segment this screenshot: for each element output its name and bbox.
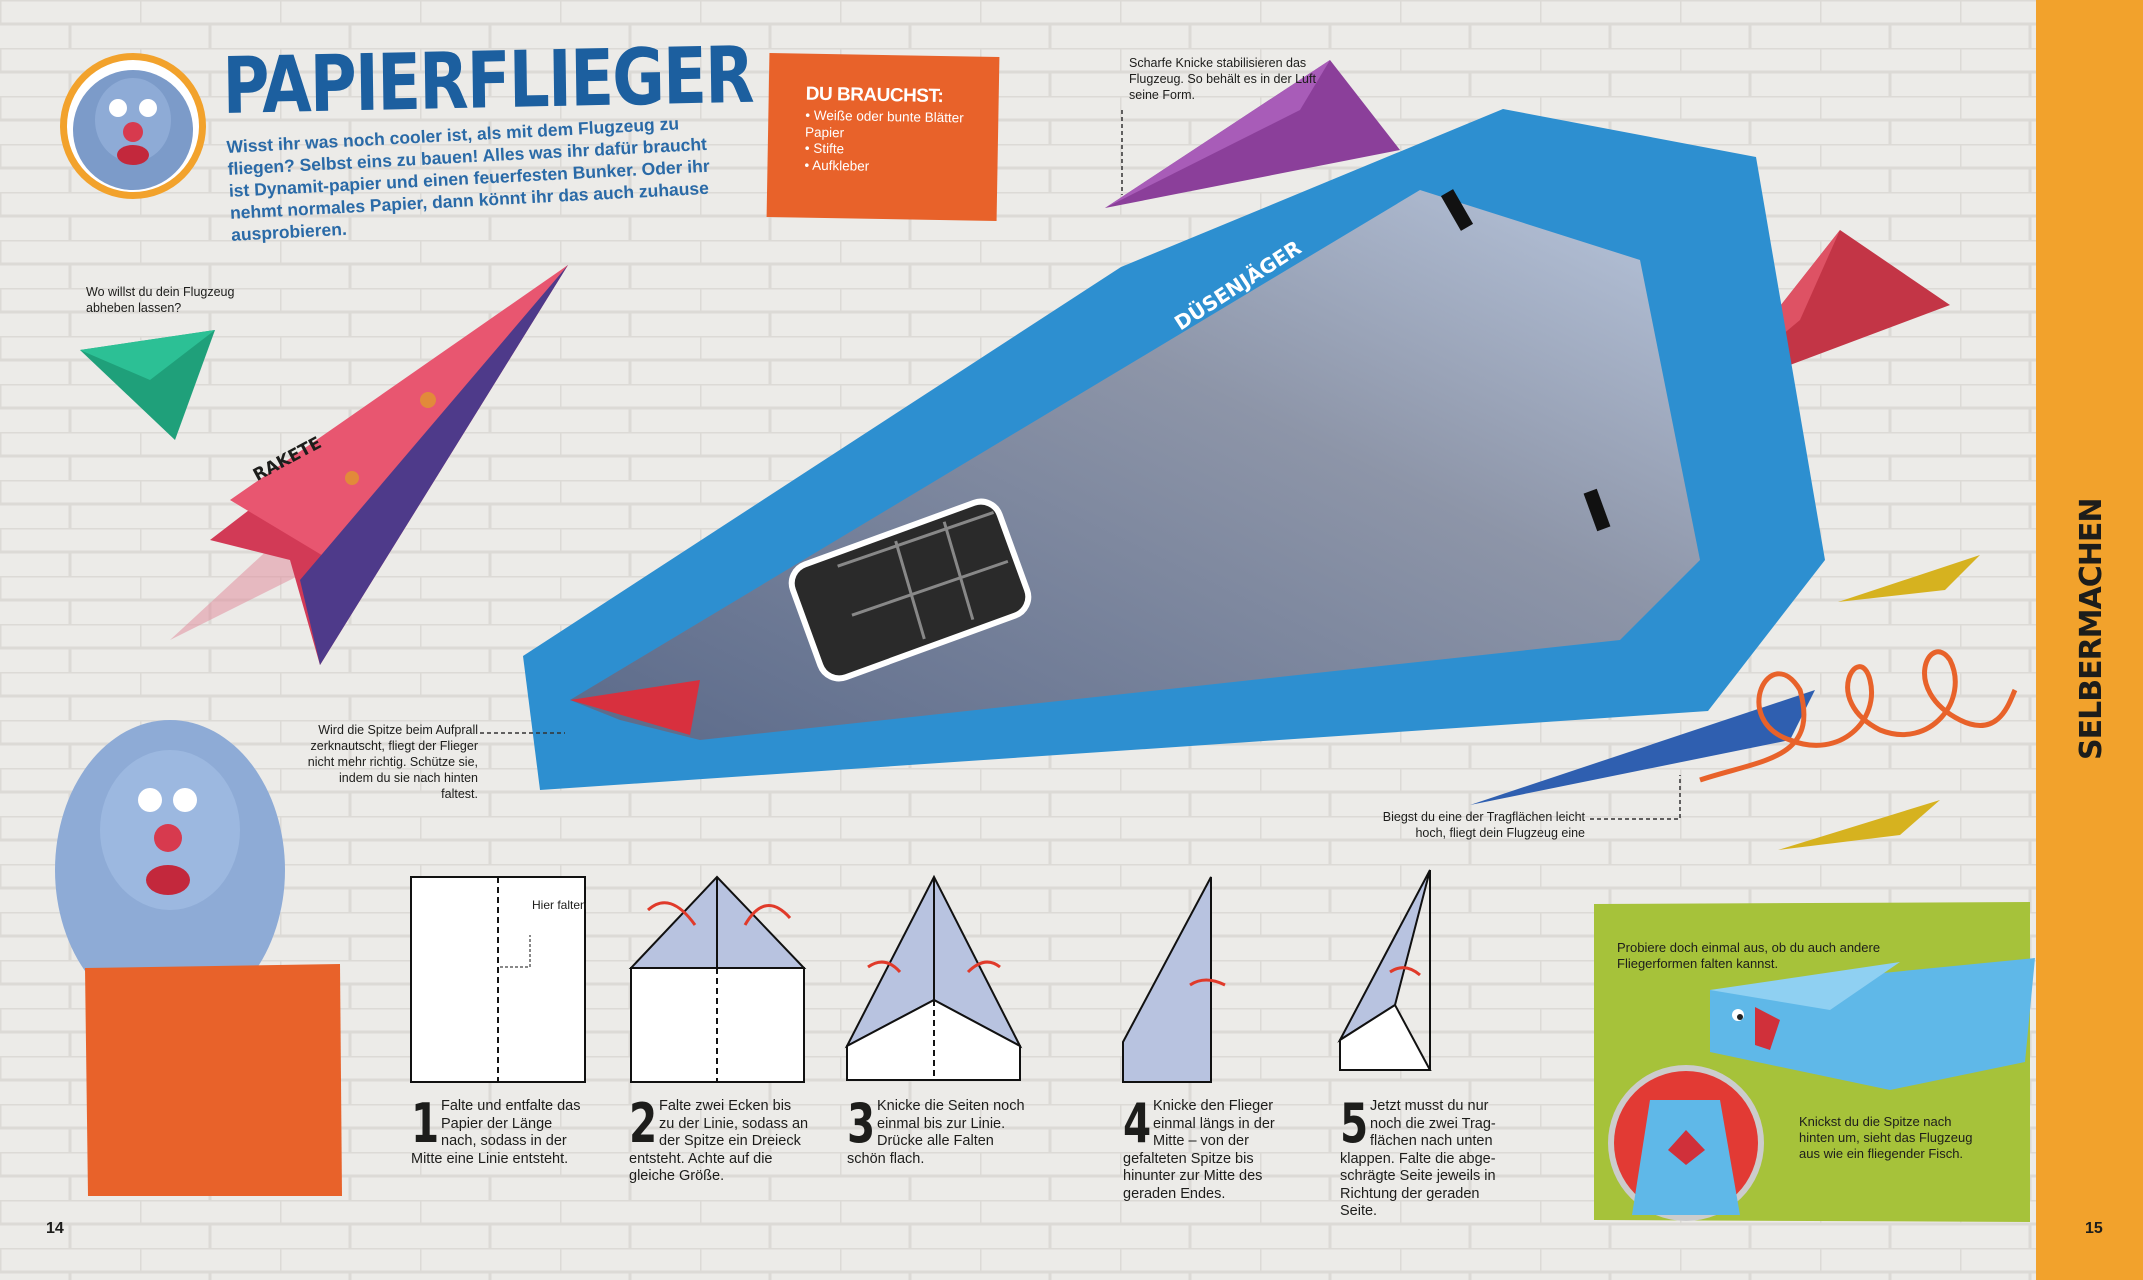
yellow-paper-plane: [1838, 555, 1980, 602]
step-2-diagram: [628, 875, 807, 1083]
rocket-plane: [170, 265, 568, 665]
step-text: Falte und entfalte das Papier der Länge …: [411, 1098, 581, 1167]
fish-plane-box: [1594, 902, 2035, 1222]
callout-wings: Biegst du eine der Tragflächen leicht ho…: [1382, 810, 1585, 840]
page-number-right: 15: [2085, 1220, 2103, 1237]
blue-paper-plane: [1470, 690, 1815, 805]
materials-item: Aufkleber: [804, 157, 997, 177]
step-text: Knicke den Flieger einmal längs in der M…: [1123, 1098, 1275, 1202]
flying-fish-text: Knickst du die Spitze nach hinten um, si…: [1799, 1114, 1973, 1161]
fold-here-label: Hier falten: [532, 898, 587, 912]
jet-illustration: [523, 109, 1825, 790]
callout-tip: Wird die Spitze beim Aufprall zerknautsc…: [307, 723, 478, 801]
materials-heading: DU BRAUCHST:: [805, 83, 944, 108]
callout-creases: Scharfe Knicke stabilisieren das Flugzeu…: [1129, 56, 1316, 102]
page-number-left: 14: [46, 1220, 64, 1237]
callout-takeoff: Wo willst du dein Flugzeug abheben lasse…: [86, 285, 235, 315]
step-1-diagram: [410, 876, 586, 1083]
mascot-avatar: [60, 53, 206, 199]
section-label: SELBERMACHEN: [2074, 498, 2109, 760]
yellow-paper-plane: [1778, 800, 1940, 850]
step-number: 4: [1123, 1092, 1152, 1155]
orange-swirl: [1699, 649, 2018, 783]
step-5-diagram: [1337, 869, 1432, 1071]
try-other-shapes-text: Probiere doch einmal aus, ob du auch and…: [1617, 940, 1881, 971]
mascot-figure: [55, 720, 285, 1020]
step-text: Jetzt musst du nur noch die zwei Trag-fl…: [1340, 1098, 1496, 1219]
step-text: Knicke die Seiten noch einmal bis zur Li…: [847, 1098, 1025, 1167]
step-number: 2: [629, 1092, 658, 1155]
materials-item: Weiße oder bunte Blätter Papier: [805, 108, 999, 144]
step-text: Falte zwei Ecken bis zu der Linie, sodas…: [629, 1098, 809, 1184]
step-4-diagram: [1122, 876, 1226, 1083]
purple-paper-plane: [1105, 60, 1400, 208]
step-number: 5: [1340, 1092, 1369, 1155]
materials-box: DU BRAUCHST: Weiße oder bunte Blätter Pa…: [766, 53, 1000, 221]
orange-box: [85, 964, 342, 1196]
step-number: 1: [411, 1092, 440, 1155]
section-sidebar: SELBERMACHEN: [2036, 0, 2143, 1280]
step-number: 3: [847, 1092, 876, 1155]
step-3-diagram: [844, 874, 1023, 1081]
